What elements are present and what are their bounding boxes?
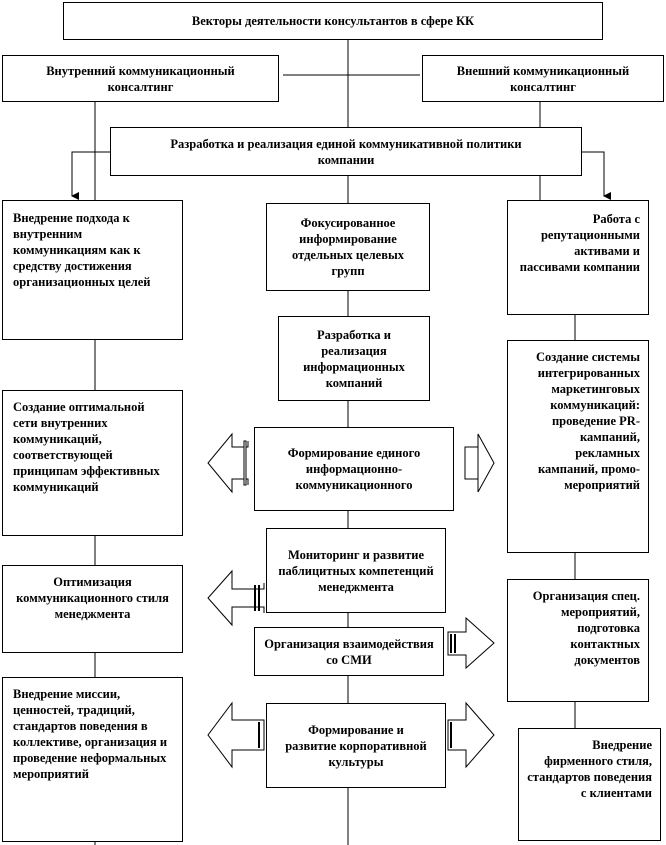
left-box-2-text: Создание оптимальной сети внутренних ком… (13, 400, 160, 494)
block-arrow-right-3 (447, 616, 495, 670)
right-box-2-text: Создание системы интегрированных маркети… (536, 350, 640, 492)
center-box-1: Фокусированное информирование отдельных … (266, 203, 430, 291)
block-arrow-right-4 (447, 701, 495, 769)
center-box-3-text: Формирование единого информационно-комму… (287, 446, 421, 492)
center-box-4-text: Мониторинг и развитие паблицитных компет… (278, 547, 434, 594)
left-box-1: Внедрение подхода к внутренним коммуника… (2, 200, 183, 340)
unified-policy-box: Разработка и реализация единой коммуника… (110, 127, 582, 176)
arrow-stripe-3 (450, 634, 452, 653)
right-box-4-text: Внедрение фирменного стиля, стандартов п… (527, 738, 652, 800)
center-box-6: Формирование и развитие корпоративной ку… (266, 703, 446, 788)
left-box-1-text: Внедрение подхода к внутренним коммуника… (13, 211, 151, 289)
right-box-1-text: Работа с репутационными активами и пасси… (519, 212, 640, 274)
center-box-4: Мониторинг и развитие паблицитных компет… (266, 528, 446, 613)
arrow-stripe-2 (258, 585, 260, 611)
left-box-4: Внедрение миссии, ценностей, традиций, с… (2, 677, 183, 842)
center-box-2: Разработка и реализация информационных к… (278, 316, 430, 401)
center-box-2-text: Разработка и реализация информационных к… (303, 327, 405, 390)
arrow-stripe (243, 440, 247, 486)
external-consulting-box: Внешний коммуникационный консалтинг (422, 55, 664, 102)
internal-consulting-text: Внутренний коммуникационный консалтинг (46, 63, 235, 94)
external-consulting-text: Внешний коммуникационный консалтинг (456, 63, 630, 94)
left-box-3-text: Оптимизация коммуникационного стиля мене… (16, 575, 169, 621)
arrow-right (582, 151, 611, 200)
arrow-body-right-1 (464, 446, 479, 480)
center-box-6-text: Формирование и развитие корпоративной ку… (285, 722, 427, 769)
center-box-5: Организация взаимодействия со СМИ (254, 627, 444, 676)
diagram-title: Векторы деятельности консультантов в сфе… (63, 2, 603, 40)
right-box-3-text: Организация спец. мероприятий, подготовк… (532, 589, 640, 667)
block-arrow-left-4 (207, 701, 265, 769)
block-arrow-right-1 (477, 433, 495, 493)
left-box-2: Создание оптимальной сети внутренних ком… (2, 390, 183, 536)
internal-consulting-box: Внутренний коммуникационный консалтинг (2, 55, 279, 102)
block-arrow-left-2 (207, 569, 265, 627)
arrow-stripe-2b (254, 585, 256, 611)
arrow-stripe-3b (454, 634, 456, 653)
right-box-3: Организация спец. мероприятий, подготовк… (507, 579, 649, 702)
unified-policy-text: Разработка и реализация единой коммуника… (170, 136, 522, 167)
center-box-1-text: Фокусированное информирование отдельных … (292, 216, 404, 278)
left-box-3: Оптимизация коммуникационного стиля мене… (2, 565, 183, 653)
right-box-2: Создание системы интегрированных маркети… (507, 340, 649, 553)
left-box-4-text: Внедрение миссии, ценностей, традиций, с… (13, 687, 168, 781)
right-box-1: Работа с репутационными активами и пасси… (507, 200, 649, 315)
block-arrow-left-1 (207, 432, 249, 494)
right-box-4: Внедрение фирменного стиля, стандартов п… (518, 728, 661, 841)
diagram-title-text: Векторы деятельности консультантов в сфе… (191, 14, 475, 28)
center-box-5-text: Организация взаимодействия со СМИ (264, 636, 434, 667)
center-box-3: Формирование единого информационно-комму… (254, 427, 454, 511)
arrow-stripe-4r (450, 722, 452, 748)
arrow-stripe-4 (258, 722, 260, 748)
arrow-left (71, 151, 110, 200)
